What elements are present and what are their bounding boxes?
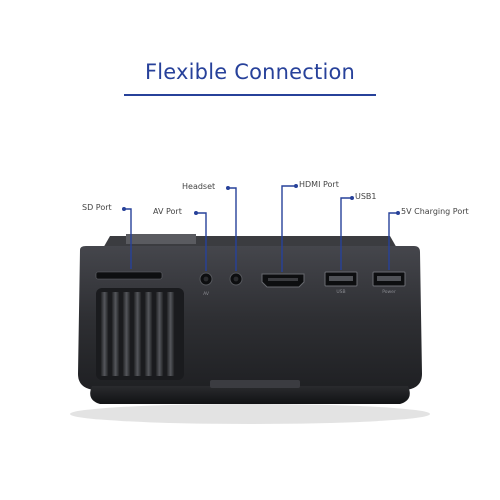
av-device-label: AV: [203, 291, 210, 297]
floor-shadow: [70, 404, 430, 424]
charging-port-label: 5V Charging Port: [401, 207, 469, 216]
power-port: [372, 271, 406, 287]
usb-port: [324, 271, 358, 287]
headset-label: Headset: [182, 182, 216, 191]
sd-port-label: SD Port: [82, 203, 112, 212]
power-device-label: Power: [382, 289, 396, 295]
top-hatch: [126, 234, 196, 244]
usb1-label: USB1: [355, 192, 377, 201]
av-jack: [199, 272, 213, 286]
hdmi-port-label: HDMI Port: [299, 180, 339, 189]
callout-dots: [122, 184, 400, 215]
vent-grille: [96, 288, 184, 380]
device-base: [90, 386, 410, 404]
callout-lines: [124, 185, 398, 272]
av-port-label: AV Port: [153, 207, 182, 216]
sd-slot: [95, 271, 163, 280]
headset-jack: [229, 272, 243, 286]
title-underline: [124, 94, 376, 96]
page-title: Flexible Connection: [144, 60, 356, 84]
front-edge: [210, 380, 300, 388]
usb-device-label: USB: [336, 289, 345, 295]
